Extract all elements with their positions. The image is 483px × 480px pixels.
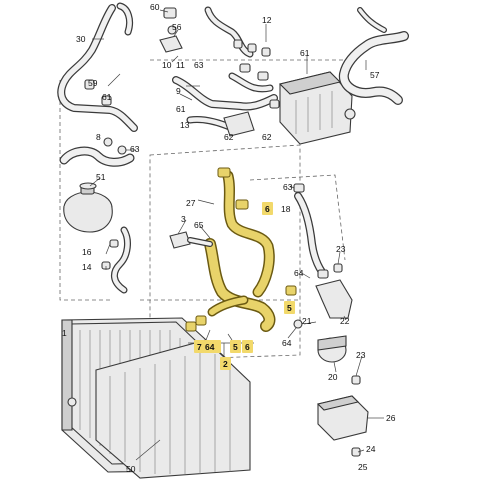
callout-23-top: 23 (336, 244, 346, 254)
callout-1: 1 (62, 328, 67, 338)
callout-14: 14 (82, 262, 92, 272)
callout-61-left: 61 (102, 92, 112, 102)
callouts: 60 56 12 30 59 61 61 57 10 11 63 9 61 13… (62, 2, 396, 474)
callout-20: 20 (328, 372, 338, 382)
callout-22: 22 (340, 316, 350, 326)
callout-61-top-right: 61 (300, 48, 310, 58)
callout-9: 9 (176, 86, 181, 96)
pipe-cluster-middle (172, 63, 280, 137)
hose-57 (338, 7, 409, 105)
hose-62-left (59, 137, 135, 167)
callout-10: 10 (162, 60, 172, 70)
callout-63-left: 63 (130, 144, 140, 154)
cooler-unit (278, 71, 356, 145)
callout-50: 50 (126, 464, 136, 474)
callout-18: 18 (281, 204, 291, 214)
callout-64-right: 64 (294, 268, 304, 278)
callout-2: 2 (223, 359, 228, 369)
callout-8: 8 (96, 132, 101, 142)
hose-upper-left (116, 2, 134, 36)
callout-60: 60 (150, 2, 160, 12)
callout-57: 57 (370, 70, 380, 80)
callout-12: 12 (262, 15, 272, 25)
callout-61-mid: 61 (176, 104, 186, 114)
callout-3: 3 (181, 214, 186, 224)
callout-21: 21 (302, 316, 312, 326)
part-60 (163, 7, 177, 19)
callout-59: 59 (88, 78, 98, 88)
callout-62-b: 62 (262, 132, 272, 142)
callout-13: 13 (180, 120, 190, 130)
clip-59 (84, 79, 112, 106)
callout-62-a: 62 (224, 132, 234, 142)
connector-3 (169, 231, 213, 249)
callout-5-upper: 5 (287, 303, 292, 313)
callout-5-lower: 5 (233, 342, 238, 352)
callout-64-lower: 64 (282, 338, 292, 348)
callout-7: 7 (197, 342, 202, 352)
callout-6-upper: 6 (265, 204, 270, 214)
callout-11: 11 (176, 60, 185, 70)
callout-30: 30 (76, 34, 86, 44)
callout-65: 65 (194, 220, 204, 230)
callout-25: 25 (358, 462, 368, 472)
callout-64-highlight: 64 (205, 342, 215, 352)
coolant-pump-26 (316, 375, 369, 457)
callout-56: 56 (172, 22, 182, 32)
group-outlines (59, 59, 360, 361)
thermostat-sensor-56 (159, 25, 183, 53)
callout-23-lower: 23 (356, 350, 366, 360)
callout-27: 27 (186, 198, 196, 208)
highlighted-callouts: 6 5 7 64 5 6 2 (194, 202, 295, 370)
callout-63-top: 63 (194, 60, 204, 70)
hose-group-top-middle (204, 6, 271, 58)
hose-30 (57, 4, 138, 132)
leader-lines (89, 9, 384, 461)
callout-6-lower: 6 (245, 342, 250, 352)
callout-51: 51 (96, 172, 106, 182)
expansion-tank (63, 182, 113, 233)
callout-24: 24 (366, 444, 376, 454)
hose-16 (101, 226, 131, 294)
coolant-pump-20 (293, 319, 347, 363)
highlighted-hose-assembly (185, 167, 297, 332)
callout-63-right: 63 (283, 182, 293, 192)
callout-16: 16 (82, 247, 92, 257)
hose-18 (293, 183, 329, 279)
callout-26: 26 (386, 413, 396, 423)
